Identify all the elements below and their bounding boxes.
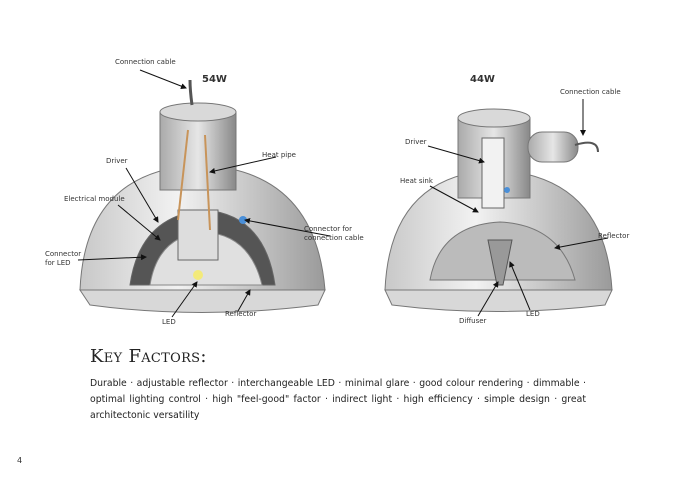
label-line: for LED <box>45 259 71 267</box>
page-number: 4 <box>17 456 23 465</box>
lamp-illustrations <box>77 69 613 318</box>
label-reflector: Reflector <box>225 310 257 318</box>
label-connection-cable: Connection cable <box>560 88 621 96</box>
label-diffuser: Diffuser <box>459 317 487 325</box>
label-electrical-module: Electrical module <box>64 195 125 203</box>
label-heat-sink: Heat sink <box>400 177 433 185</box>
label-reflector: Reflector <box>598 232 630 240</box>
lamp-44w-illustration <box>384 108 613 312</box>
key-factors-heading: Key Factors: <box>90 346 207 367</box>
wattage-44w: 44W <box>470 74 495 85</box>
label-led: LED <box>162 318 176 326</box>
label-line: Connector <box>45 250 82 258</box>
callout-arrows <box>77 69 609 318</box>
key-factors-text: Durable · adjustable reflector · interch… <box>90 378 586 421</box>
label-driver: Driver <box>405 138 427 146</box>
label-line: connection cable <box>304 234 364 242</box>
label-led: LED <box>526 310 540 318</box>
label-driver: Driver <box>106 157 128 165</box>
label-heat-pipe: Heat pipe <box>262 151 296 159</box>
wattage-54w: 54W <box>202 74 227 85</box>
label-connection-cable: Connection cable <box>115 58 176 66</box>
label-line: Connector for <box>304 225 352 233</box>
